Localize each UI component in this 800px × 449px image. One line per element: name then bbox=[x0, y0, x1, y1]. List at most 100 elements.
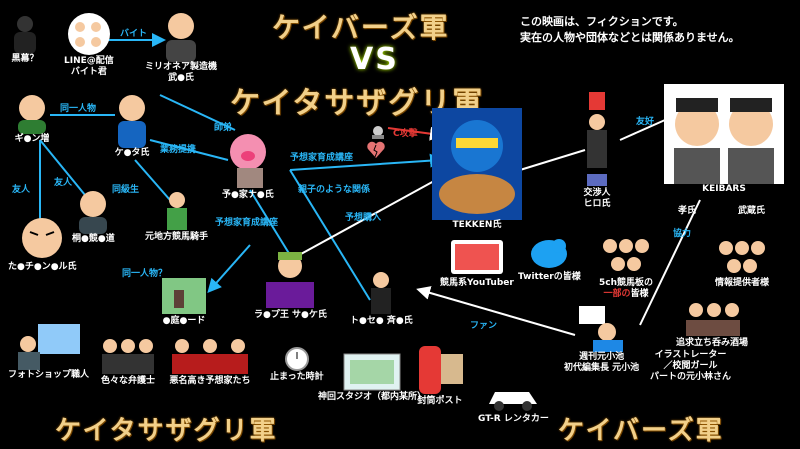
node-kuromaku: 黒幕？ bbox=[10, 14, 40, 65]
node-weekly: 週刊元小池 初代編集長 元小池 bbox=[564, 304, 639, 374]
node-keta: ケ●タ氏 bbox=[112, 92, 152, 159]
label-kiri: 桐●競●道 bbox=[72, 234, 115, 244]
node-studio: 神回スタジオ（都内某所） bbox=[318, 352, 426, 403]
link-jockey-road bbox=[207, 244, 251, 293]
edge-label-yosoka2: 予想家育成講座 bbox=[215, 218, 279, 228]
man-suit-icon bbox=[166, 13, 196, 62]
edge-label-friend2: 友人 bbox=[54, 178, 73, 188]
label-5ch1: 5ch競馬板の bbox=[598, 278, 653, 288]
label-keibars: KEIBARS bbox=[702, 184, 746, 194]
edge-label-fan: ファン bbox=[470, 321, 498, 331]
node-info: 情報提供者様 bbox=[712, 236, 772, 289]
label-weekly2: 初代編集長 元小池 bbox=[564, 363, 640, 373]
title-bottom-right: ケイバーズ軍 bbox=[558, 416, 724, 446]
suit-person-icon bbox=[587, 92, 607, 186]
label-illustrator2: ／校閲ガール bbox=[663, 361, 718, 371]
label-predictors: 悪名高き予想家たち bbox=[169, 376, 251, 386]
link-yosoka2 bbox=[249, 189, 291, 256]
node-gtr: GT-R レンタカー bbox=[478, 380, 549, 425]
edge-label-kyoryoku: 協力 bbox=[673, 229, 692, 239]
label-info: 情報提供者様 bbox=[714, 278, 769, 288]
node-heart bbox=[366, 140, 386, 160]
label-road: ●庭●ード bbox=[162, 316, 206, 326]
node-gion: ギ●ン増 bbox=[12, 92, 52, 145]
disclaimer-line1: この映画は、フィクションです。 bbox=[520, 15, 684, 28]
label-5ch2-rest: 皆様 bbox=[630, 289, 649, 299]
broken-heart-icon bbox=[367, 141, 385, 158]
node-kiri: 桐●競●道 bbox=[72, 188, 115, 245]
edge-label-friend1: 友人 bbox=[12, 185, 31, 195]
node-line-live: LINE@配信 バイト君 bbox=[64, 12, 114, 78]
node-photoshop: フォトショップ職人 bbox=[8, 322, 89, 381]
computer-desk-icon bbox=[17, 324, 80, 370]
disclaimer: この映画は、フィクションです。 実在の人物や団体などとは関係ありません。 bbox=[520, 14, 740, 46]
node-lawyers: 色々な弁護士 bbox=[98, 336, 158, 387]
group-icon bbox=[67, 13, 110, 55]
label-clock: 止まった時計 bbox=[270, 372, 324, 382]
bald-man-icon bbox=[118, 95, 146, 148]
node-bar: 追求立ち呑み酒場 bbox=[676, 298, 748, 349]
watch-icon bbox=[284, 347, 309, 371]
two-men-portrait-icon bbox=[664, 84, 784, 184]
label-photoshop: フォトショップ職人 bbox=[8, 370, 90, 380]
label-millionaire1: ミリオネア製造機 bbox=[145, 62, 218, 72]
edge-label-baito: バイト bbox=[120, 29, 148, 39]
car-icon bbox=[489, 392, 538, 411]
link-doukyu bbox=[134, 159, 171, 201]
node-twitter: Twitterの皆様 bbox=[518, 232, 581, 283]
link-yosoka1 bbox=[289, 153, 444, 171]
link-gion-kiri bbox=[39, 139, 86, 196]
node-keibars: KEIBARS bbox=[664, 84, 784, 195]
suit-man-icon bbox=[371, 272, 392, 314]
link-yosokounyu bbox=[289, 173, 449, 261]
link-oyako bbox=[289, 169, 371, 301]
label-5ch2: 一部の皆様 bbox=[603, 289, 648, 300]
edge-label-yosoka1: 予想家育成講座 bbox=[290, 153, 354, 163]
label-illustrator3: パートの元小林さん bbox=[650, 372, 732, 382]
node-millionaire: ミリオネア製造機 武●氏 bbox=[145, 10, 217, 84]
people-icon bbox=[172, 339, 248, 374]
mailbox-icon bbox=[419, 346, 463, 394]
link-fan bbox=[416, 286, 576, 336]
label-takezo: 武蔵氏 bbox=[738, 206, 766, 216]
link-tekken-negotiator bbox=[519, 149, 586, 171]
hacker-icon bbox=[372, 126, 384, 139]
link-yuko bbox=[619, 119, 666, 141]
masked-wrestler-icon bbox=[432, 108, 522, 220]
link-kyoryoku bbox=[639, 199, 701, 326]
label-negotiator2: ヒロ氏 bbox=[583, 199, 611, 209]
bird-icon bbox=[531, 239, 568, 268]
label-tekken: TEKKEN氏 bbox=[452, 220, 502, 230]
jockey-icon bbox=[166, 192, 187, 230]
edge-label-oyako: 親子のような関係 bbox=[298, 185, 371, 195]
label-gion: ギ●ン増 bbox=[14, 134, 50, 144]
link-shitei bbox=[159, 94, 236, 131]
edge-label-c-attack: C攻撃 bbox=[393, 129, 418, 139]
node-tachi: た●チ●ン●ル氏 bbox=[8, 214, 77, 273]
node-negotiator: 交渉人 ヒロ氏 bbox=[582, 92, 612, 210]
label-takashi: 孝氏 bbox=[678, 206, 697, 216]
label-kuromaku: 黒幕？ bbox=[11, 54, 39, 64]
window-icon bbox=[343, 353, 401, 391]
dj-icon bbox=[266, 252, 315, 308]
edge-label-gyomu: 業務提携 bbox=[160, 145, 197, 155]
label-millionaire2: 武●氏 bbox=[168, 73, 194, 83]
edge-label-doukyu: 同級生 bbox=[112, 185, 140, 195]
label-twitter: Twitterの皆様 bbox=[518, 272, 581, 282]
link-c-attack bbox=[387, 126, 444, 141]
edge-label-yuko: 友好 bbox=[636, 117, 655, 127]
label-line-live1: LINE@配信 bbox=[64, 56, 114, 66]
edge-label-shitei: 師弟 bbox=[214, 123, 233, 133]
title-top-team: ケイバーズ軍 bbox=[272, 11, 450, 44]
node-post: 封筒ポスト bbox=[415, 340, 465, 407]
tv-icon bbox=[450, 240, 503, 274]
people-drinking-icon bbox=[686, 303, 740, 336]
label-weekly1: 週刊元小池 bbox=[579, 352, 625, 362]
node-tekken: TEKKEN氏 bbox=[432, 108, 522, 231]
title-bottom-left: ケイタサザグリ軍 bbox=[55, 416, 278, 446]
edge-label-yosokounyu: 予想購入 bbox=[345, 213, 382, 223]
disclaimer-line2: 実在の人物や団体などとは関係ありません。 bbox=[520, 31, 740, 44]
label-lawyers: 色々な弁護士 bbox=[100, 376, 155, 386]
